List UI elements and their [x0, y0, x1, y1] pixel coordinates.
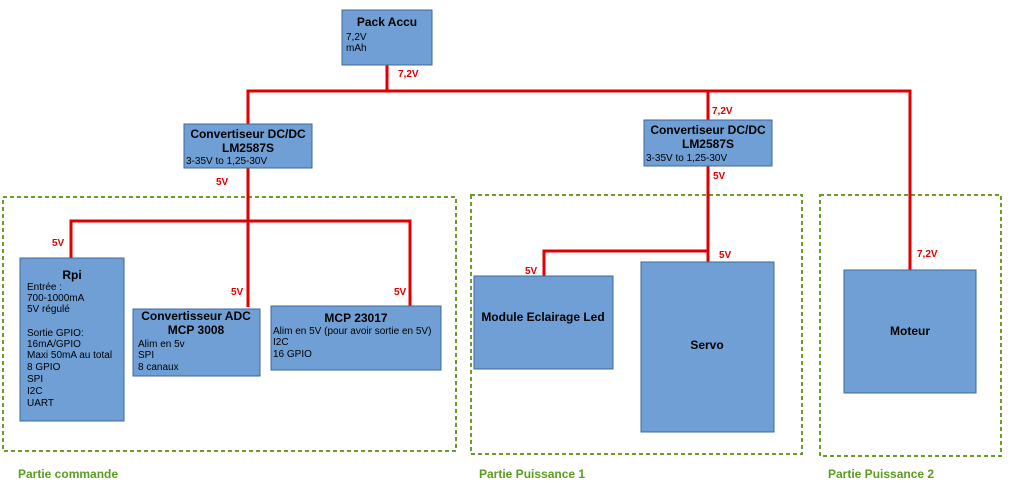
group-frame-puissance1 [470, 194, 803, 455]
wire-label-dcdc-right-out: 5V [713, 171, 726, 182]
wire-label-main-bus: 7,2V [398, 69, 419, 80]
mcp23017-line: I2C [273, 337, 289, 348]
adc-model: MCP 3008 [168, 323, 225, 337]
servo-title: Servo [690, 338, 723, 352]
block-mcp23017: MCP 23017 Alim en 5V (pour avoir sortie … [270, 305, 442, 371]
group-label-commande: Partie commande [18, 467, 118, 481]
block-led-module: Module Eclairage Led [473, 275, 614, 370]
rpi-line: 8 GPIO [27, 362, 61, 373]
dcdc-left-model: LM2587S [222, 141, 274, 155]
rpi-line: 16mA/GPIO [27, 339, 81, 350]
dcdc-left-spec: 3-35V to 1,25-30V [186, 156, 267, 167]
rpi-line: I2C [27, 386, 43, 397]
wire-main-bus [246, 89, 912, 270]
group-frame-commande [2, 196, 457, 452]
wire-commande-bus [69, 219, 412, 306]
block-moteur: Moteur [843, 269, 977, 394]
block-servo: Servo [640, 261, 775, 433]
rpi-line: Entrée : [27, 282, 62, 293]
group-frame-puissance2 [819, 194, 1002, 457]
led-module-title: Module Eclairage Led [481, 310, 604, 324]
rpi-line: UART [27, 398, 54, 409]
rpi-line: Sortie GPIO: [27, 328, 84, 339]
rpi-title: Rpi [62, 268, 81, 282]
rpi-line: 5V régulé [27, 304, 70, 315]
block-rpi: Rpi Entrée : 700-1000mA 5V régulé Sortie… [19, 257, 125, 422]
wire-label-moteur-in: 7,2V [917, 249, 938, 260]
mcp23017-line: 16 GPIO [273, 349, 312, 360]
wire-label-dcdc-left-out: 5V [216, 177, 229, 188]
wire-label-adc-in: 5V [231, 287, 244, 298]
block-adc: Convertisseur ADC MCP 3008 Alim en 5v SP… [132, 308, 261, 377]
pack-accu-line: 7,2V [346, 32, 367, 43]
pack-accu-title: Pack Accu [357, 15, 417, 29]
mcp23017-title: MCP 23017 [324, 311, 387, 325]
wires [69, 65, 912, 307]
moteur-title: Moteur [890, 324, 930, 338]
adc-line: SPI [138, 350, 154, 361]
dcdc-right-model: LM2587S [682, 137, 734, 151]
mcp23017-line: Alim en 5V (pour avoir sortie en 5V) [273, 326, 431, 337]
pack-accu-line: mAh [346, 43, 367, 54]
adc-line: Alim en 5v [138, 339, 185, 350]
wire-label-rpi-in: 5V [52, 238, 65, 249]
dcdc-right-spec: 3-35V to 1,25-30V [646, 153, 727, 164]
group-label-puissance2: Partie Puissance 2 [828, 467, 934, 481]
wire-puissance1-bus [542, 249, 710, 276]
dcdc-right-title: Convertiseur DC/DC [650, 123, 766, 137]
block-pack-accu: Pack Accu 7,2V mAh [341, 9, 433, 66]
rpi-line: Maxi 50mA au total [27, 350, 112, 361]
dcdc-left-title: Convertiseur DC/DC [190, 127, 306, 141]
wire-label-servo-in: 5V [719, 250, 732, 261]
block-dcdc-right: Convertiseur DC/DC LM2587S 3-35V to 1,25… [643, 119, 773, 167]
rpi-line: SPI [27, 374, 43, 385]
wire-label-mcp-in: 5V [394, 287, 407, 298]
group-label-puissance1: Partie Puissance 1 [479, 467, 585, 481]
wire-label-led-in: 5V [525, 266, 538, 277]
wire-label-dcdc-right-in: 7,2V [712, 106, 733, 117]
adc-title: Convertisseur ADC [141, 309, 251, 323]
rpi-line: 700-1000mA [27, 293, 85, 304]
block-dcdc-left: Convertiseur DC/DC LM2587S 3-35V to 1,25… [183, 123, 313, 169]
adc-line: 8 canaux [138, 362, 179, 373]
